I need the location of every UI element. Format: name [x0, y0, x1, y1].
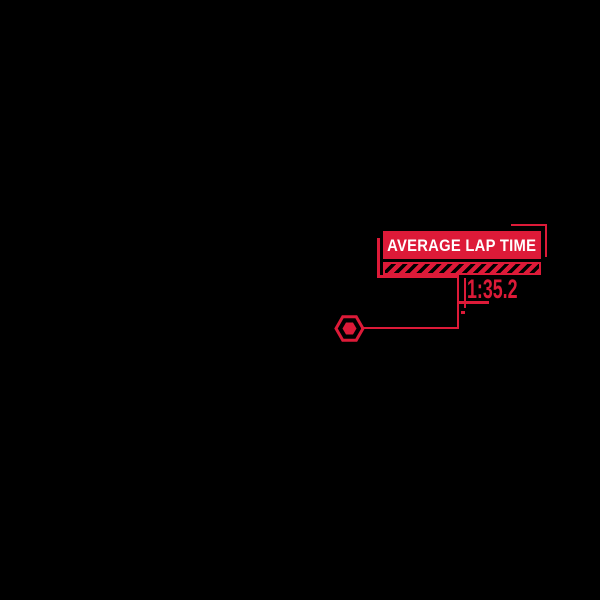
hazard-stripes [383, 262, 541, 275]
value-tick-dot [461, 310, 465, 314]
value-tick-vertical [463, 278, 466, 308]
lap-time-value: 1:35.2 [467, 274, 518, 304]
banner-label: AVERAGE LAP TIME [387, 235, 537, 255]
connector-line-bottom-horizontal [361, 326, 459, 329]
connector-line-right-vertical [456, 275, 459, 329]
connector-line-left-vertical [377, 238, 380, 278]
hexagon-marker-icon [334, 315, 365, 342]
value-tick-horizontal [459, 301, 489, 304]
average-lap-time-banner: AVERAGE LAP TIME [383, 231, 541, 259]
connector-line-top-horizontal [377, 275, 459, 278]
corner-bracket [511, 224, 547, 257]
